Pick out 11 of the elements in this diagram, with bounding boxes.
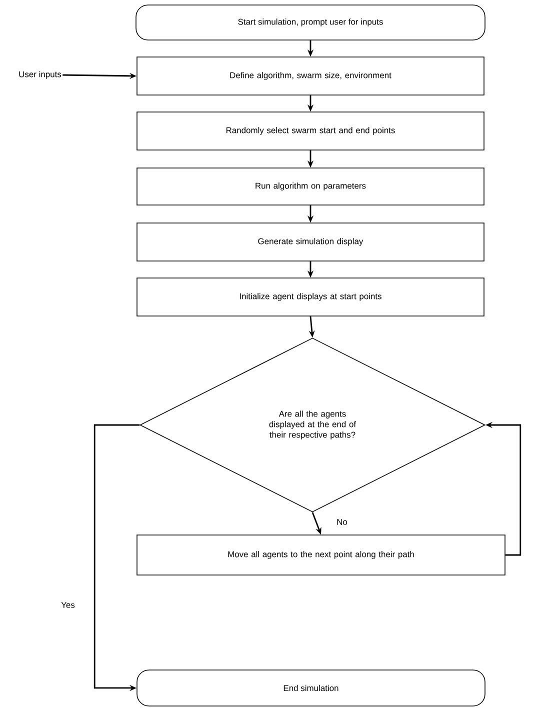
process-box: Randomly select swarm start and end points [136, 112, 484, 150]
process-box: Define algorithm, swarm size, environment [136, 56, 484, 96]
terminal-box: Start simulation, prompt user for inputs [136, 4, 486, 40]
process-box: Generate simulation display [136, 222, 484, 262]
edge-label: Yes [60, 601, 76, 609]
process-box: Initialize agent displays at start points [136, 278, 484, 316]
edge-label: No [336, 518, 348, 526]
process-box: Run algorithm on parameters [136, 168, 484, 206]
input-label: User inputs [19, 71, 62, 79]
terminal-box: End simulation [136, 670, 486, 706]
process-box: Move all agents to the next point along their path [136, 534, 506, 576]
